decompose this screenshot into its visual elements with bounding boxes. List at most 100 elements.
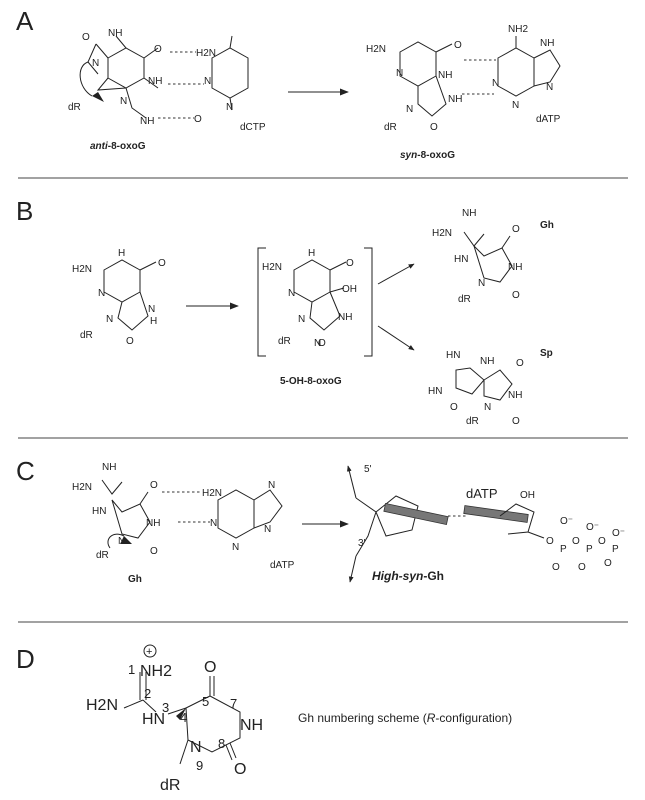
svg-text:HN: HN: [142, 711, 165, 728]
svg-text:N: N: [204, 76, 211, 87]
svg-text:O: O: [512, 290, 520, 301]
svg-text:NH: NH: [508, 390, 522, 401]
svg-text:O: O: [204, 659, 216, 676]
svg-text:N: N: [106, 314, 113, 325]
svg-text:O: O: [430, 122, 438, 133]
svg-text:8: 8: [218, 736, 225, 751]
svg-text:dR: dR: [96, 550, 109, 561]
high-syn-gh-label: High-syn-Gh: [372, 569, 444, 583]
svg-text:H2N: H2N: [72, 482, 92, 493]
svg-text:O: O: [512, 416, 520, 427]
syn-8-oxog-label: syn-8-oxoG: [400, 150, 455, 161]
svg-text:H2N: H2N: [202, 488, 222, 499]
svg-text:P: P: [560, 544, 567, 555]
8-oxog-structure: H2N H N O N N H O dR: [72, 248, 166, 347]
anti-8-oxog-structure: O NH O NH N N NH dR: [68, 28, 162, 127]
svg-text:O⁻: O⁻: [560, 516, 573, 527]
svg-text:N: N: [478, 278, 485, 289]
svg-text:9: 9: [196, 758, 203, 773]
svg-text:NH2: NH2: [508, 24, 528, 35]
svg-text:5': 5': [364, 464, 372, 475]
svg-text:O: O: [150, 546, 158, 557]
svg-text:H2N: H2N: [72, 264, 92, 275]
svg-text:O: O: [234, 761, 246, 778]
svg-text:OH: OH: [342, 284, 357, 295]
dctp-structure: H2N N O N dCTP: [194, 35, 266, 133]
svg-text:N: N: [484, 402, 491, 413]
svg-text:H2N: H2N: [196, 48, 216, 59]
panel-b-letter: B: [16, 196, 33, 226]
svg-text:N: N: [546, 82, 553, 93]
svg-text:N: N: [492, 78, 499, 89]
5-oh-8-oxog-structure: H2N H N O OH N NH O dR N: [262, 248, 357, 349]
svg-text:1: 1: [128, 662, 135, 677]
svg-text:N: N: [98, 288, 105, 299]
svg-text:N: N: [396, 68, 403, 79]
syn-8-oxog-structure: H2N N NH O N NH O dR: [366, 40, 462, 133]
svg-text:O: O: [604, 558, 612, 569]
charge-circle: [143, 644, 157, 658]
svg-text:O: O: [194, 114, 202, 125]
base-bar-datp: [463, 505, 529, 523]
svg-text:N: N: [314, 338, 321, 349]
svg-text:NH: NH: [102, 462, 116, 473]
5-oh-8-oxog-label: 5-OH-8-oxoG: [280, 376, 342, 387]
svg-text:H2N: H2N: [366, 44, 386, 55]
svg-text:OH: OH: [520, 490, 535, 501]
sp-structure: HN NH HN O O N NH O dR Sp: [428, 348, 553, 427]
svg-text:O: O: [598, 536, 606, 547]
svg-text:dR: dR: [160, 777, 180, 794]
svg-text:O: O: [516, 358, 524, 369]
svg-text:NH: NH: [540, 38, 554, 49]
panel-a-letter: A: [16, 6, 34, 36]
svg-text:dATP: dATP: [270, 560, 295, 571]
svg-text:N: N: [232, 542, 239, 553]
svg-text:dR: dR: [466, 416, 479, 427]
svg-text:N: N: [148, 304, 155, 315]
anti-8-oxog-label: anti-8-oxoG: [90, 141, 146, 152]
svg-text:Gh: Gh: [540, 220, 554, 231]
bracket-left: [257, 247, 266, 357]
gh-structure-c: NH H2N HN O NH N O dR Gh: [72, 462, 160, 585]
gh-structure-b: NH H2N HN O NH N O dR Gh: [432, 208, 554, 305]
svg-text:dCTP: dCTP: [240, 122, 266, 133]
svg-text:N: N: [120, 96, 127, 107]
svg-text:Sp: Sp: [540, 348, 553, 359]
svg-text:dATP: dATP: [536, 114, 561, 125]
svg-text:O: O: [126, 336, 134, 347]
svg-text:O: O: [578, 562, 586, 573]
svg-text:Gh: Gh: [128, 574, 142, 585]
svg-text:O⁻: O⁻: [612, 528, 625, 539]
svg-text:NH: NH: [140, 116, 154, 127]
svg-text:NH: NH: [108, 28, 122, 39]
svg-text:4: 4: [180, 710, 187, 725]
svg-text:O: O: [552, 562, 560, 573]
svg-text:P: P: [612, 544, 619, 555]
svg-text:NH: NH: [462, 208, 476, 219]
svg-text:N: N: [226, 102, 233, 113]
svg-text:2: 2: [144, 686, 151, 701]
svg-text:H2N: H2N: [86, 697, 118, 714]
svg-text:NH: NH: [448, 94, 462, 105]
svg-text:dR: dR: [68, 102, 81, 113]
panel-c-letter: C: [16, 456, 35, 486]
svg-text:NH2: NH2: [140, 663, 172, 680]
arrow-b-to-sp: [377, 325, 415, 351]
svg-text:7: 7: [230, 696, 237, 711]
panel-c: C NH H2N HN O NH N O dR Gh H2N N N N N: [16, 456, 625, 585]
svg-text:O: O: [318, 338, 326, 349]
svg-text:N: N: [118, 536, 125, 547]
svg-text:NH: NH: [480, 356, 494, 367]
panel-d: D + NH2 H2N HN O NH N O dR 1 2 3 4 5 7: [16, 644, 512, 794]
svg-text:O: O: [450, 402, 458, 413]
svg-text:O: O: [346, 258, 354, 269]
svg-text:dR: dR: [278, 336, 291, 347]
svg-text:HN: HN: [428, 386, 442, 397]
high-syn-gh-model: 5' 3' dATP OH High-syn-Gh O P O P O P O⁻: [346, 464, 625, 583]
panel-d-letter: D: [16, 644, 35, 674]
svg-text:O: O: [572, 536, 580, 547]
svg-text:O: O: [154, 44, 162, 55]
svg-text:O: O: [512, 224, 520, 235]
svg-text:NH: NH: [438, 70, 452, 81]
charge-sign: +: [146, 646, 152, 658]
